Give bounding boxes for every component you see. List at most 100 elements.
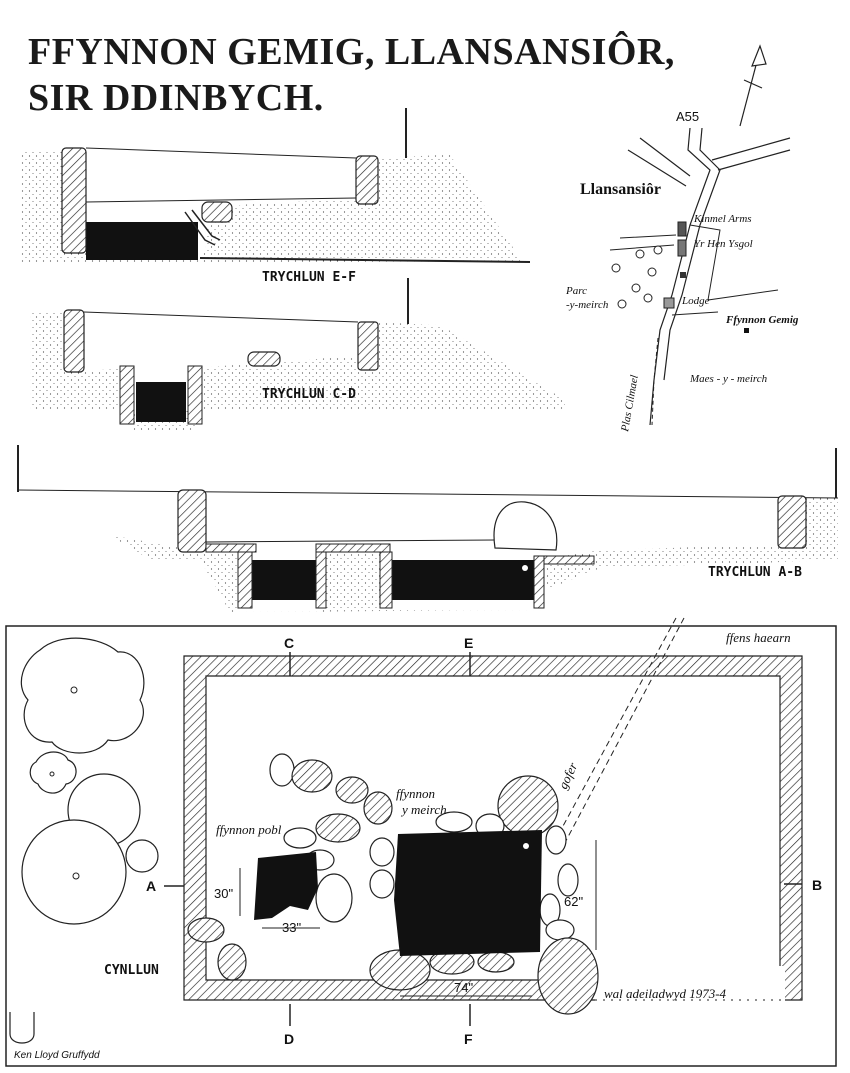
section-ab: TRYCHLUN A-B <box>17 445 839 612</box>
ab-pit-wall-1 <box>237 551 253 609</box>
building-ysgol <box>677 239 687 257</box>
credit: Ken Lloyd Gruffydd <box>14 1050 100 1061</box>
map-village-label: Llansansiôr <box>580 181 661 198</box>
plan-section-markers <box>164 652 802 1026</box>
plan-dimension-lines <box>239 840 597 997</box>
map-trees <box>611 245 663 309</box>
plan-dim-62: 62" <box>564 894 583 909</box>
main-road-2 <box>663 127 721 381</box>
plan-tree-round-3 <box>125 839 159 873</box>
cd-top-line <box>83 311 359 323</box>
map-parc-label-2: -y-meirch <box>566 299 609 311</box>
plan-marker-a: A <box>146 878 156 894</box>
ab-stones-2 <box>315 543 391 553</box>
plan-marker-b: B <box>812 877 822 893</box>
cd-ground <box>30 312 565 430</box>
plan-pobl-label: ffynnon pobl <box>216 822 282 837</box>
ef-fence-line <box>85 147 357 159</box>
ab-boulder <box>493 501 558 551</box>
cd-wall-right <box>357 321 379 371</box>
plan-pool-meirch <box>394 830 542 956</box>
ef-stone <box>201 201 233 223</box>
ef-water <box>86 222 198 260</box>
ab-wall-left <box>177 489 207 553</box>
title-line-2: SIR DDINBYCH. <box>28 77 324 119</box>
ffynnon-marker <box>744 328 749 333</box>
ef-fence-line-2 <box>85 197 357 203</box>
ab-fence-line <box>17 489 839 499</box>
plan-title: CYNLLUN <box>104 963 159 978</box>
main-road <box>649 127 711 426</box>
cd-wall-left <box>63 309 85 373</box>
section-ab-label: TRYCHLUN A-B <box>708 565 802 580</box>
plan-marker-c: C <box>284 635 294 651</box>
plan-ffens-label: ffens haearn <box>726 630 791 645</box>
ab-inner-line <box>205 539 496 543</box>
map-road-label: A55 <box>676 109 699 124</box>
ab-pit-wall-2 <box>315 551 327 609</box>
ab-wall-right <box>777 495 807 549</box>
plan-corner-mark <box>9 1012 35 1044</box>
ab-stones-1 <box>205 543 257 553</box>
plan-marker-e: E <box>464 635 473 651</box>
branch-road-nw <box>627 137 691 187</box>
branch-road-w <box>609 234 677 251</box>
branch-road-ne <box>711 137 791 171</box>
cd-pit-wall-r <box>187 365 203 425</box>
section-ef: TRYCHLUN E-F <box>20 108 531 285</box>
ab-outlet <box>522 565 528 571</box>
north-arrow-tick <box>743 79 763 89</box>
plan-tree-large <box>20 637 145 754</box>
north-arrow-head <box>751 44 767 67</box>
plan-marker-d: D <box>284 1031 294 1047</box>
plan-gofer-label: gofer <box>555 759 581 791</box>
ab-ground <box>110 498 838 612</box>
section-cd-label: TRYCHLUN C-D <box>262 387 356 402</box>
cd-water <box>136 382 186 422</box>
cd-stone <box>247 351 281 367</box>
map-lodge-label: Lodge <box>681 295 710 307</box>
plan-gofer-pipe <box>549 617 685 853</box>
plan-tree-round-2 <box>21 819 127 925</box>
plan-pool-outlet <box>523 843 529 849</box>
cd-pit-wall-l <box>119 365 135 425</box>
plan-frame <box>5 625 837 1067</box>
ab-water-2 <box>392 560 534 600</box>
ab-pit-wall-3 <box>379 551 393 609</box>
plan-dim-33: 33" <box>282 920 301 935</box>
plan-meirch-label-2: y meirch <box>400 802 447 817</box>
ab-pit-wall-4 <box>533 555 545 609</box>
field-boundary <box>671 224 779 316</box>
building-kinmel <box>677 221 687 237</box>
plan-tree-small-center <box>49 771 55 777</box>
ef-wall-right <box>355 155 379 205</box>
plan-wal-label: wal adeiladwyd 1973-4 <box>604 986 727 1001</box>
ef-ground <box>20 150 528 262</box>
section-cd: TRYCHLUN C-D <box>30 278 565 430</box>
section-ef-label: TRYCHLUN E-F <box>262 270 356 285</box>
map-ysgol-label: Yr Hen Ysgol <box>694 238 753 250</box>
map-maes-label: Maes - y - meirch <box>689 373 768 385</box>
plan-marker-f: F <box>464 1031 473 1047</box>
plan-tree-large-center <box>70 686 78 694</box>
plan: C E D F A B ffens haearn gofer ffynnon y… <box>5 617 837 1067</box>
map-plas-label: Plas Cilmael <box>619 374 641 433</box>
plan-pool-pobl <box>254 852 318 920</box>
ef-wall-left <box>61 147 87 254</box>
plan-dim-30: 30" <box>214 886 233 901</box>
ab-stones-3 <box>543 555 595 565</box>
ab-water-1 <box>252 560 316 600</box>
plan-tree-round-center <box>72 872 80 880</box>
location-map: A55 Llansansiôr Kinmel Arms Yr Hen Ysgol… <box>565 44 799 434</box>
ef-pipe <box>184 209 221 246</box>
map-kinmel-label: Kinmel Arms <box>693 213 752 225</box>
map-parc-label-1: Parc <box>565 285 587 297</box>
ef-ground-line <box>199 257 531 263</box>
building-house <box>680 272 686 278</box>
plan-wall-gap <box>595 966 785 1002</box>
map-ffynnon-label: Ffynnon Gemig <box>725 314 799 326</box>
road-lane <box>651 337 659 426</box>
title-line-1: FFYNNON GEMIG, LLANSANSIÔR, <box>28 31 675 73</box>
plan-meirch-label-1: ffynnon <box>396 786 435 801</box>
